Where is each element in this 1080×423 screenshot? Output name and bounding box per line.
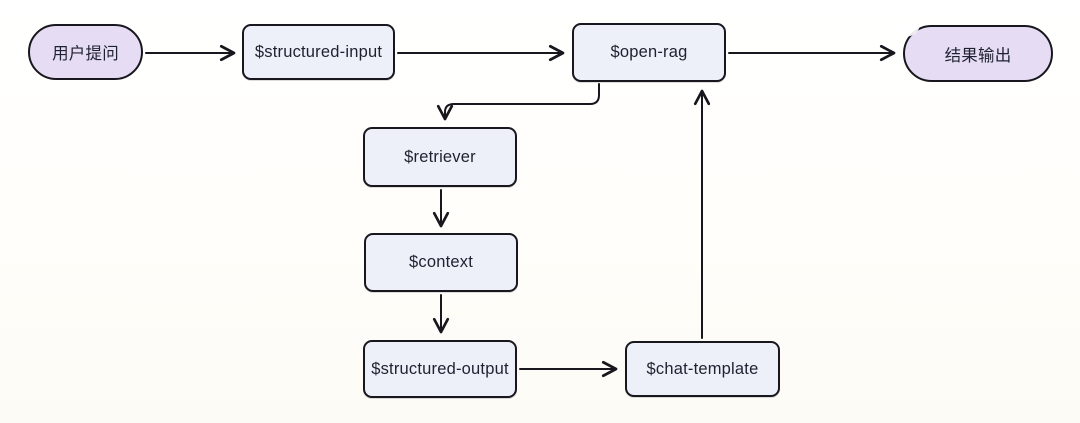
- node-structured-output: $structured-output: [363, 340, 517, 398]
- node-result-output: 结果输出: [903, 25, 1053, 82]
- node-chat-template: $chat-template: [625, 341, 780, 397]
- node-structured-output-label: $structured-output: [371, 359, 509, 378]
- node-structured-input-label: $structured-input: [254, 42, 383, 61]
- node-chat-template-label: $chat-template: [646, 359, 759, 378]
- node-context-label: $context: [409, 253, 473, 271]
- node-user-question-label: 用户提问: [52, 45, 119, 63]
- node-retriever: $retriever: [363, 127, 517, 187]
- arrow-open-rag-to-retriever: [436, 83, 600, 121]
- node-result-output-label: 结果输出: [944, 46, 1012, 65]
- node-context: $context: [364, 233, 518, 292]
- node-retriever-label: $retriever: [404, 147, 476, 166]
- node-user-question: 用户提问: [28, 24, 143, 80]
- node-open-rag-label: $open-rag: [610, 43, 688, 61]
- node-structured-input: $structured-input: [242, 24, 395, 80]
- node-open-rag: $open-rag: [572, 23, 726, 82]
